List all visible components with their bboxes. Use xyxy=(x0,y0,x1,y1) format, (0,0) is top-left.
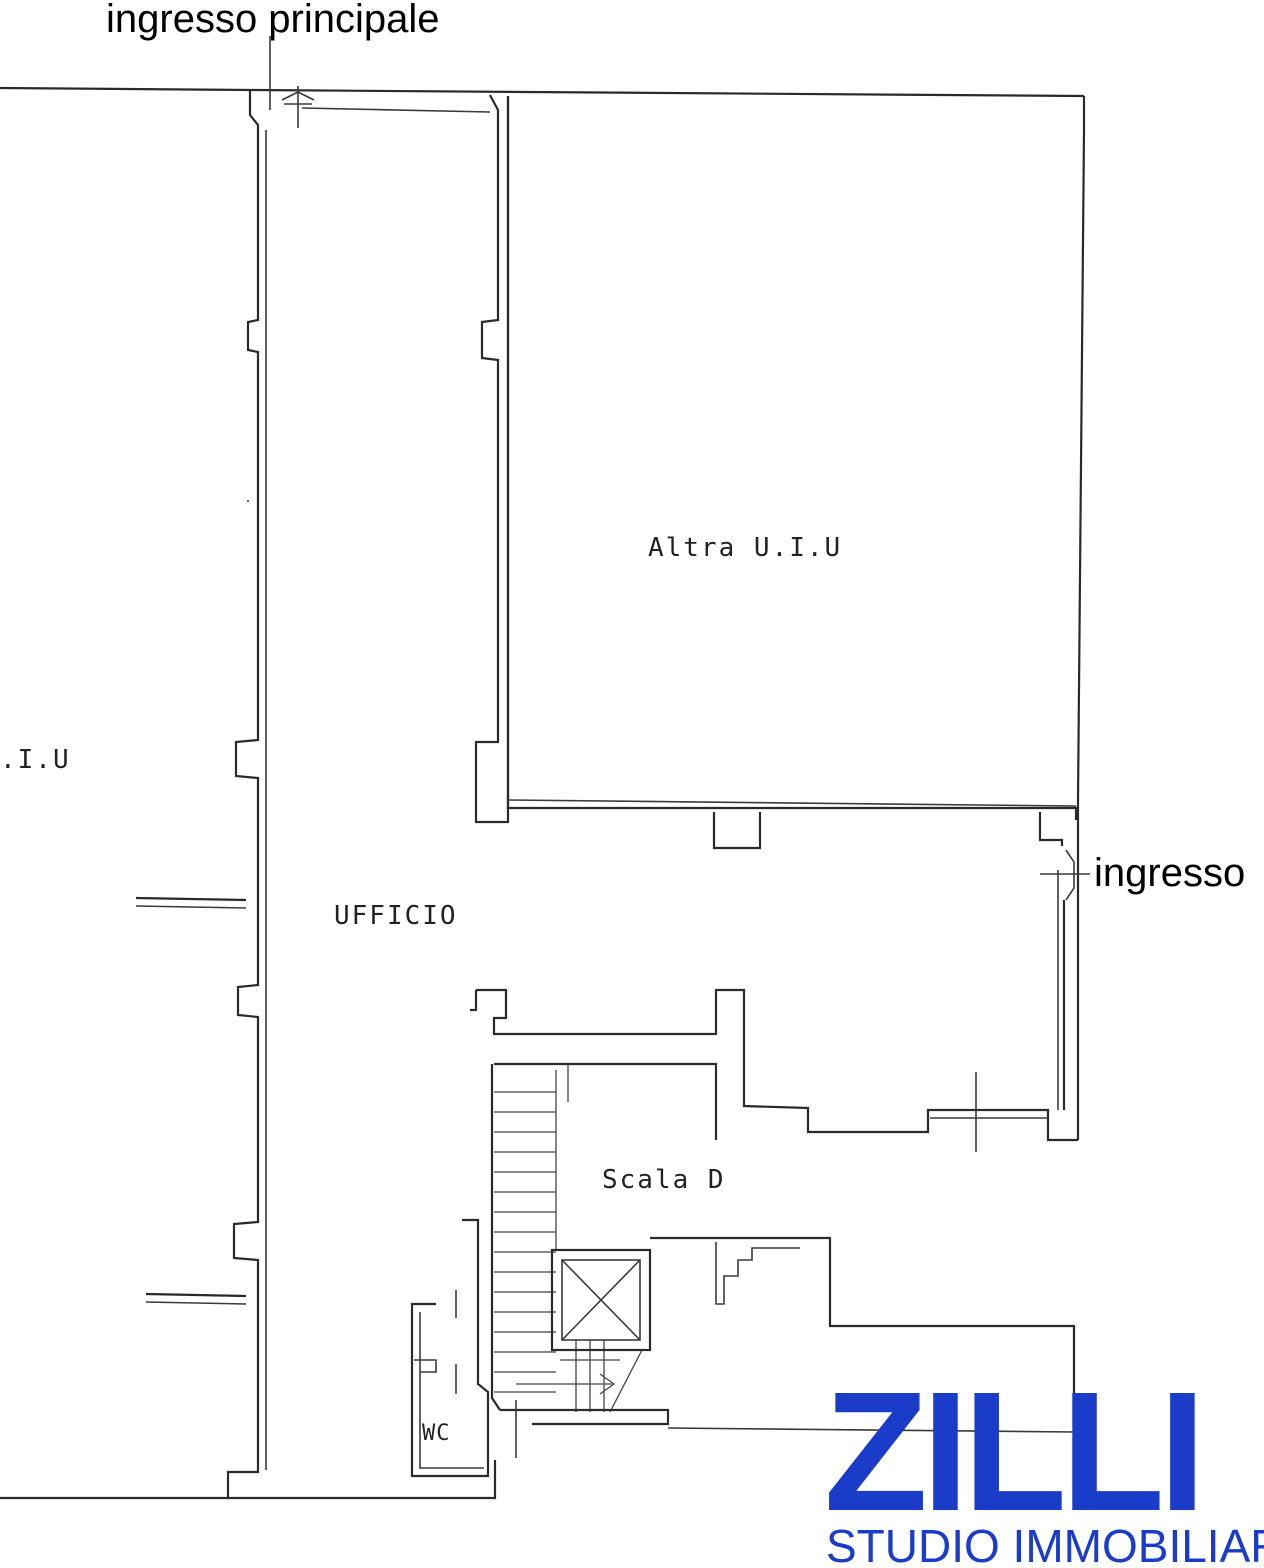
wc-walls xyxy=(410,1218,490,1478)
main-entrance-label: ingresso principale xyxy=(106,0,440,41)
outer-walls xyxy=(0,86,1086,1500)
logo-tagline: STUDIO IMMOBILIARE xyxy=(826,1520,1264,1568)
stair-walls xyxy=(490,1062,1076,1498)
other-unit-walls xyxy=(506,96,1086,1140)
office-walls xyxy=(226,90,510,1500)
logo-name: ZILLI xyxy=(824,1357,1200,1547)
main-entrance-marker xyxy=(269,36,315,128)
left-unit-label: .I.U xyxy=(0,745,71,775)
logo: ZILLI STUDIO IMMOBILIARE xyxy=(824,1357,1264,1568)
elevator-shaft xyxy=(550,1248,652,1352)
stair-treads xyxy=(494,1091,643,1413)
left-unit-walls xyxy=(135,896,247,1305)
wc-label: WC xyxy=(422,1421,451,1446)
stair-label: Scala D xyxy=(602,1165,726,1195)
corridor-walls xyxy=(470,812,1090,1152)
side-entrance-label: ingresso xyxy=(1094,851,1245,895)
office-label: UFFICIO xyxy=(334,901,458,931)
other-unit-label: Altra U.I.U xyxy=(648,533,842,563)
